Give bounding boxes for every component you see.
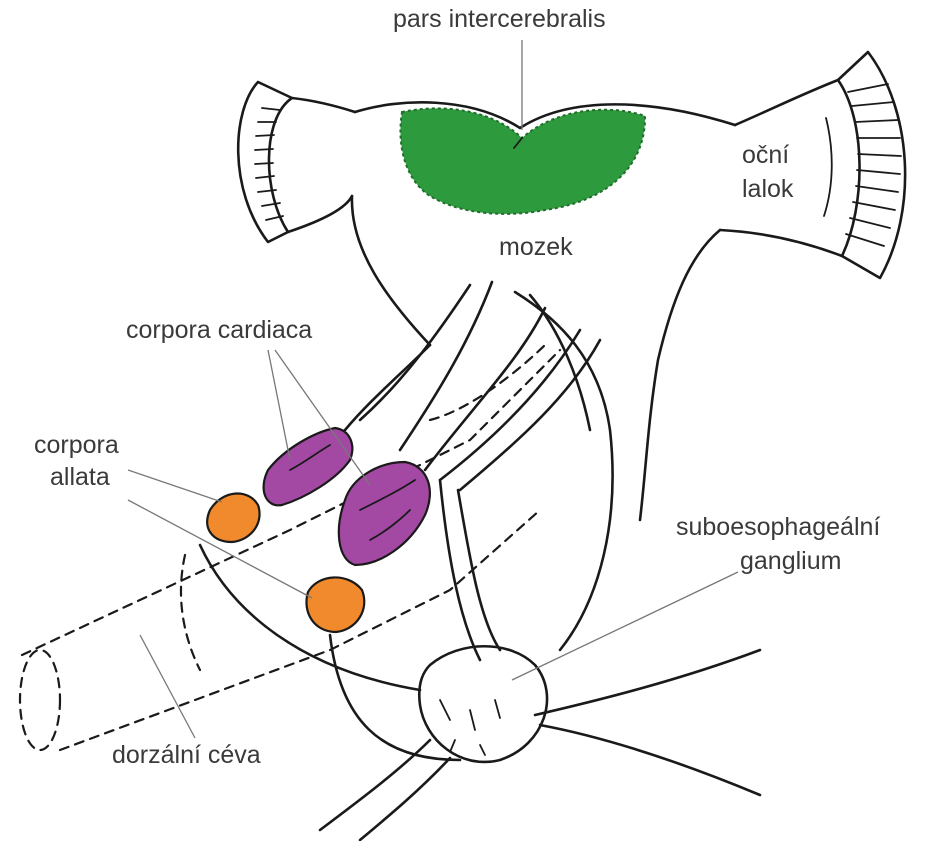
corpora-cardiaca [264,428,430,565]
label-ocni-lalok-line1: oční [742,140,789,170]
label-ocni-lalok-line2: lalok [742,174,793,204]
pars-intercerebralis-region [400,108,645,214]
left-optic-lobe [238,82,355,242]
corpus-cardiacum-right [339,462,430,565]
label-suboesophagealni-line1: suboesophageální [676,512,880,542]
label-dorzalni-ceva: dorzální céva [112,740,261,770]
corpus-allatum-right [306,577,364,632]
label-pars-intercerebralis: pars intercerebralis [393,4,606,34]
corpus-allatum-left [207,494,259,542]
label-corpora-cardiaca: corpora cardiaca [126,315,312,345]
label-suboesophagealni-line2: ganglium [740,546,841,576]
corpus-cardiacum-left [264,428,353,505]
label-mozek: mozek [499,232,573,262]
label-corpora-allata-line2: allata [50,462,110,492]
label-corpora-allata-line1: corpora [34,430,119,460]
